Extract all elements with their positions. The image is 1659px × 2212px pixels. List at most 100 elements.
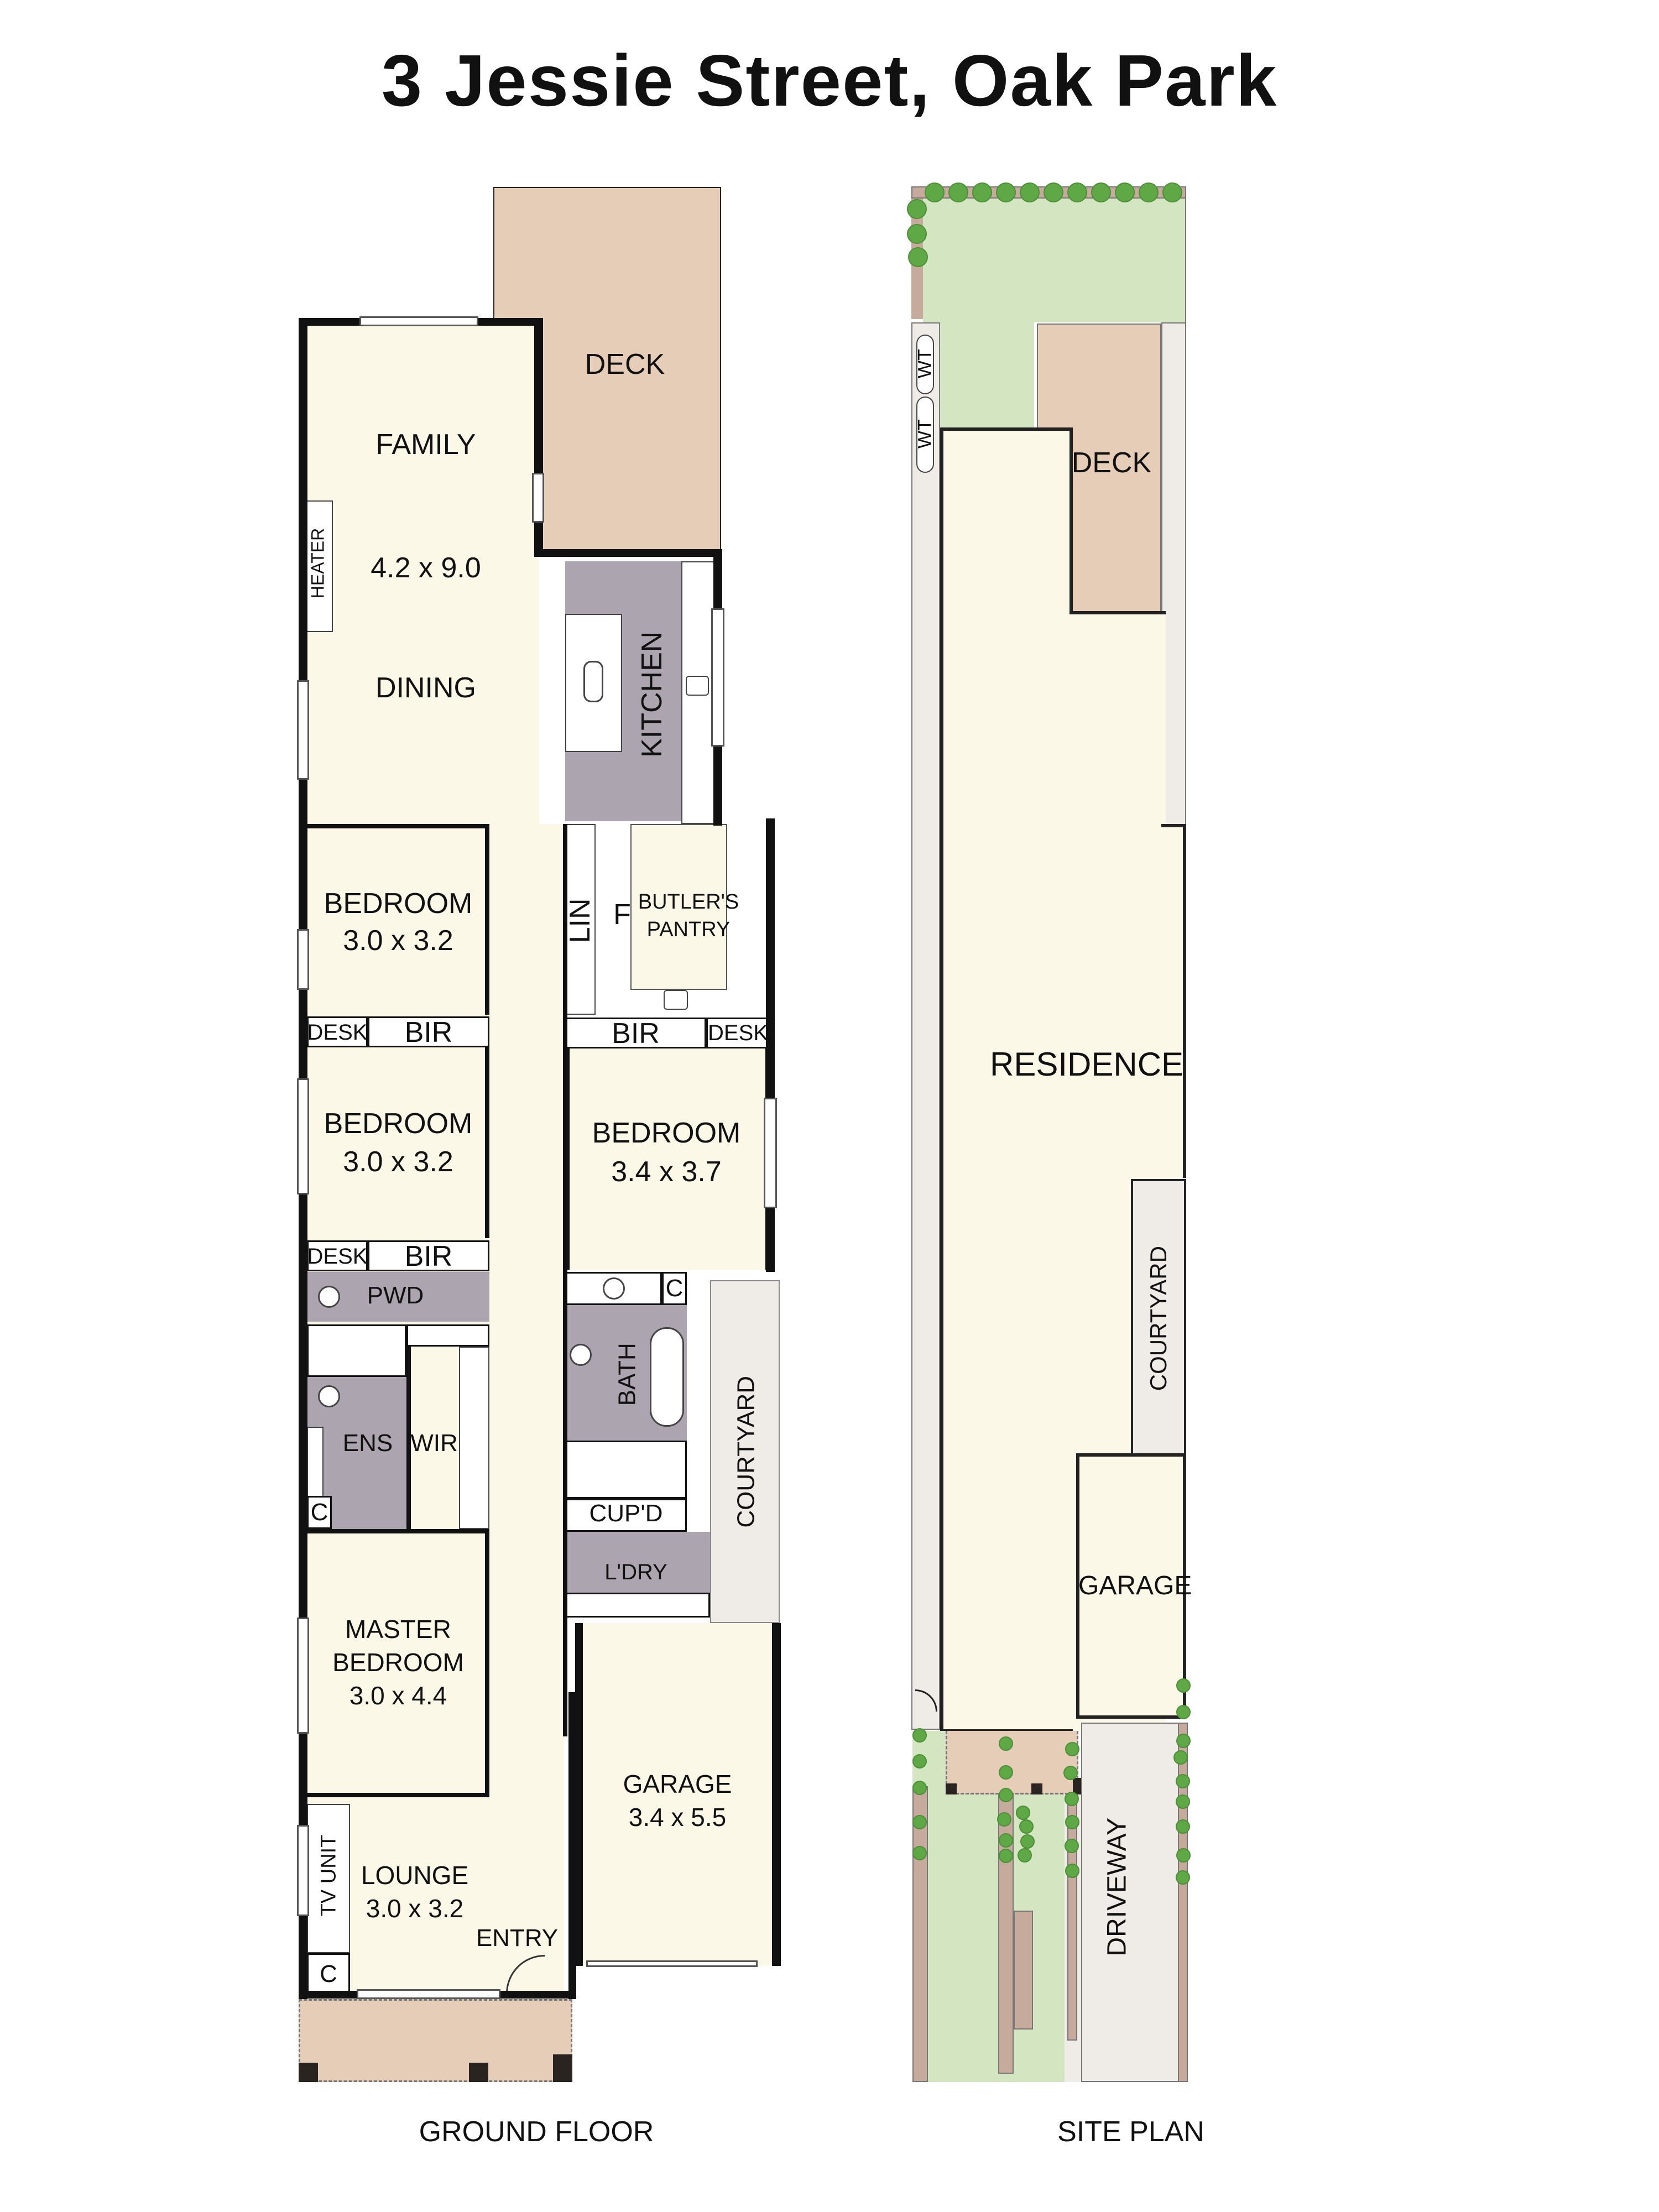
bedroom-4-dims: 3.4 x 3.7 (611, 1156, 722, 1188)
desk-1-label: DESK (307, 1020, 368, 1045)
fridge-label: F (613, 899, 631, 931)
tree-icon (1065, 1742, 1079, 1756)
bathtub-icon (650, 1327, 684, 1427)
bedroom-2-window-west[interactable] (297, 929, 309, 990)
pwd-label: PWD (367, 1282, 424, 1309)
tree-icon (1139, 182, 1159, 202)
water-tank-1 (916, 335, 934, 394)
wall-kitchen-north (534, 549, 722, 557)
tv-unit-label: TV UNIT (317, 1834, 341, 1917)
side-path-west (911, 322, 940, 1730)
site-garage-label: GARAGE (1078, 1571, 1192, 1600)
tree-icon (908, 247, 928, 267)
bir-2-label: BIR (404, 1240, 453, 1272)
bedroom-3-dims: 3.0 x 3.2 (343, 1146, 453, 1178)
lounge-cupboard-label: C (320, 1960, 337, 1987)
site-porch-post-2 (1031, 1783, 1042, 1794)
wir-shelf (459, 1347, 489, 1529)
cooktop-icon (686, 676, 709, 696)
rear-lawn (923, 198, 1186, 322)
site-courtyard (1131, 1179, 1186, 1455)
family-dims: 4.2 x 9.0 (371, 552, 481, 584)
site-porch-post-1 (946, 1783, 957, 1794)
garage (575, 1623, 780, 1966)
desk-2 (307, 1240, 368, 1271)
front-bed-west (912, 1786, 928, 2082)
bedroom-3-label: BEDROOM (324, 1108, 473, 1140)
front-bed-drive (1067, 1794, 1077, 2041)
tree-icon (1176, 1848, 1191, 1863)
residence-east (1161, 824, 1186, 1178)
bath-cupboard (662, 1272, 687, 1305)
bir-3 (565, 1018, 706, 1048)
porch-post-1 (299, 2063, 318, 2082)
tree-icon (1065, 1815, 1079, 1829)
tree-icon (1176, 1774, 1190, 1788)
wir-label: WIR (410, 1430, 458, 1457)
tree-icon (912, 1846, 927, 1860)
tree-icon (1176, 1678, 1191, 1693)
tree-icon (912, 1728, 927, 1743)
water-tank-1-label: WT (914, 349, 936, 378)
tree-icon (1019, 1819, 1034, 1834)
family-label: FAMILY (375, 429, 476, 461)
kitchen-island (565, 614, 622, 752)
laundry (565, 1532, 710, 1593)
family-sliding-door[interactable] (532, 473, 544, 523)
desk-3-label: DESK (708, 1021, 768, 1045)
family-window-north[interactable] (359, 316, 478, 326)
desk-2-label: DESK (307, 1244, 368, 1269)
tv-unit (307, 1804, 350, 1953)
bir-3-label: BIR (612, 1018, 660, 1050)
garage-dims: 3.4 x 5.5 (628, 1803, 727, 1832)
lounge-window[interactable] (357, 1989, 500, 1999)
tree-icon (1176, 1870, 1190, 1885)
ensuite-label: ENS (342, 1430, 393, 1457)
tree-icon (1176, 1819, 1190, 1834)
lounge-window-west[interactable] (297, 1825, 309, 1916)
tree-icon (912, 1754, 927, 1768)
tree-icon (912, 1815, 927, 1829)
site-plan-caption: SITE PLAN (1057, 2116, 1204, 2148)
shower-ensuite (307, 1324, 406, 1377)
linen-label: LIN (564, 898, 597, 943)
tree-icon (1176, 1705, 1191, 1719)
lounge-label: LOUNGE (361, 1861, 469, 1890)
site-courtyard-label: COURTYARD (1145, 1246, 1171, 1391)
driveway (1081, 1723, 1186, 2082)
heater-label: HEATER (307, 528, 328, 599)
tree-icon (999, 1736, 1013, 1751)
vanity-pwd (406, 1324, 489, 1347)
porch-post-2 (469, 2063, 488, 2082)
dining-window-west[interactable] (297, 680, 309, 780)
wall-hall-east (563, 824, 567, 1736)
bedroom-4-window[interactable] (764, 1098, 777, 1208)
butlers-pantry-label-2: PANTRY (646, 918, 731, 941)
water-tank-2 (916, 397, 934, 473)
tree-icon (1067, 182, 1087, 202)
tree-icon (1065, 1839, 1079, 1853)
ground-floor-caption: GROUND FLOOR (419, 2116, 654, 2148)
master-bedroom-dims: 3.0 x 4.4 (349, 1681, 447, 1710)
tree-icon (1173, 1750, 1188, 1765)
tree-icon (1020, 182, 1040, 202)
porch-post-3 (553, 2054, 572, 2082)
tree-icon (1065, 1864, 1079, 1878)
side-lawn (940, 322, 1034, 427)
kitchen-window[interactable] (711, 608, 724, 747)
entry-label: ENTRY (476, 1924, 559, 1952)
wall-garage-east (772, 1623, 781, 1966)
tree-icon (925, 182, 945, 202)
family-dining-room (301, 321, 539, 824)
bath-cupboard-label: C (665, 1275, 684, 1302)
bedroom-3-window-west[interactable] (297, 1078, 309, 1194)
wall-garage-west (568, 1692, 576, 1999)
driveway-label: DRIVEWAY (1102, 1817, 1132, 1957)
residence-deck-wall (1070, 427, 1073, 614)
water-tank-2-label: WT (914, 419, 936, 448)
master-window-west[interactable] (297, 1618, 309, 1734)
tree-icon (996, 182, 1016, 202)
tree-icon (1065, 1792, 1079, 1806)
master-bedroom (307, 1529, 489, 1797)
garage-door[interactable] (586, 1960, 758, 1967)
